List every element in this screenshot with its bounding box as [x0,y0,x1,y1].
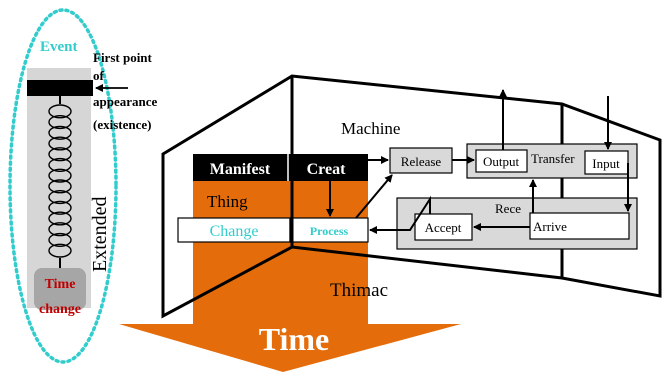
spring-coil-loop [48,179,72,194]
spring-coil-loop [48,232,72,247]
first-point-line-2: of [93,68,105,83]
thimac-label: Thimac [330,280,388,301]
time-arrow-shape [119,246,461,372]
arrow-process-to-release [355,174,393,219]
arrow-accept-to-process [369,195,431,234]
spring-coil-loop [48,104,72,119]
first-point-line-4: (existence) [93,117,151,132]
spring-coil-loop [48,222,72,237]
spring-coil-loop [48,200,72,215]
transfer-stage: Transfer Output Input [466,143,638,179]
transfer-label: Transfer [531,151,575,166]
machine-outline [161,74,662,319]
release-box [389,147,453,174]
spring-coil-loop [48,125,72,140]
flow-arrows [326,89,632,234]
first-point-line-3: appearance [93,94,158,109]
event-panel: Event First point of appearance (existen… [8,8,158,364]
spring-coil-loop [48,157,72,172]
time-change-line-1: Time [45,277,76,292]
output-label: Output [483,154,520,169]
input-box [584,150,629,175]
spring-coil [48,104,72,258]
time-change-line-2: change [39,302,81,317]
change-label: Change [210,223,259,240]
spring-coil-loop [48,243,72,258]
thing-label: Thing [207,192,248,211]
receive-stage: Rece Accept Arrive [396,197,638,250]
release-label: Release [401,154,442,169]
spring-coil-loop [48,168,72,183]
spring-coil-loop [48,115,72,130]
event-ellipse [8,8,118,364]
thing-core: Manifest Creat Thing Change Process [177,154,369,247]
first-point-line-1: First point [93,50,153,65]
spring-coil-loop [48,136,72,151]
arrive-box [529,212,630,240]
output-box [475,149,528,173]
accept-label: Accept [425,220,462,235]
spring-weight [34,268,86,310]
process-box [289,217,369,243]
arrive-label: Arrive [533,219,567,234]
spring-coil-loop [48,211,72,226]
spring-coil-loop [48,190,72,205]
release-stage: Release [389,147,453,174]
spring-coil-loop [48,147,72,162]
machine-label: Machine [341,119,400,138]
receive-label: Rece [495,201,521,216]
time-arrow: Time [119,246,461,372]
time-label: Time [259,321,330,357]
event-label: Event [40,39,78,55]
manifest-creat-bar [193,154,368,181]
input-label: Input [592,156,620,171]
change-box [177,217,291,243]
accept-box [414,213,473,241]
process-label: Process [310,224,349,238]
extended-label: Extended [89,196,111,272]
spring-top-bar [27,80,93,96]
creat-label: Creat [307,161,346,178]
manifest-label: Manifest [210,161,271,178]
